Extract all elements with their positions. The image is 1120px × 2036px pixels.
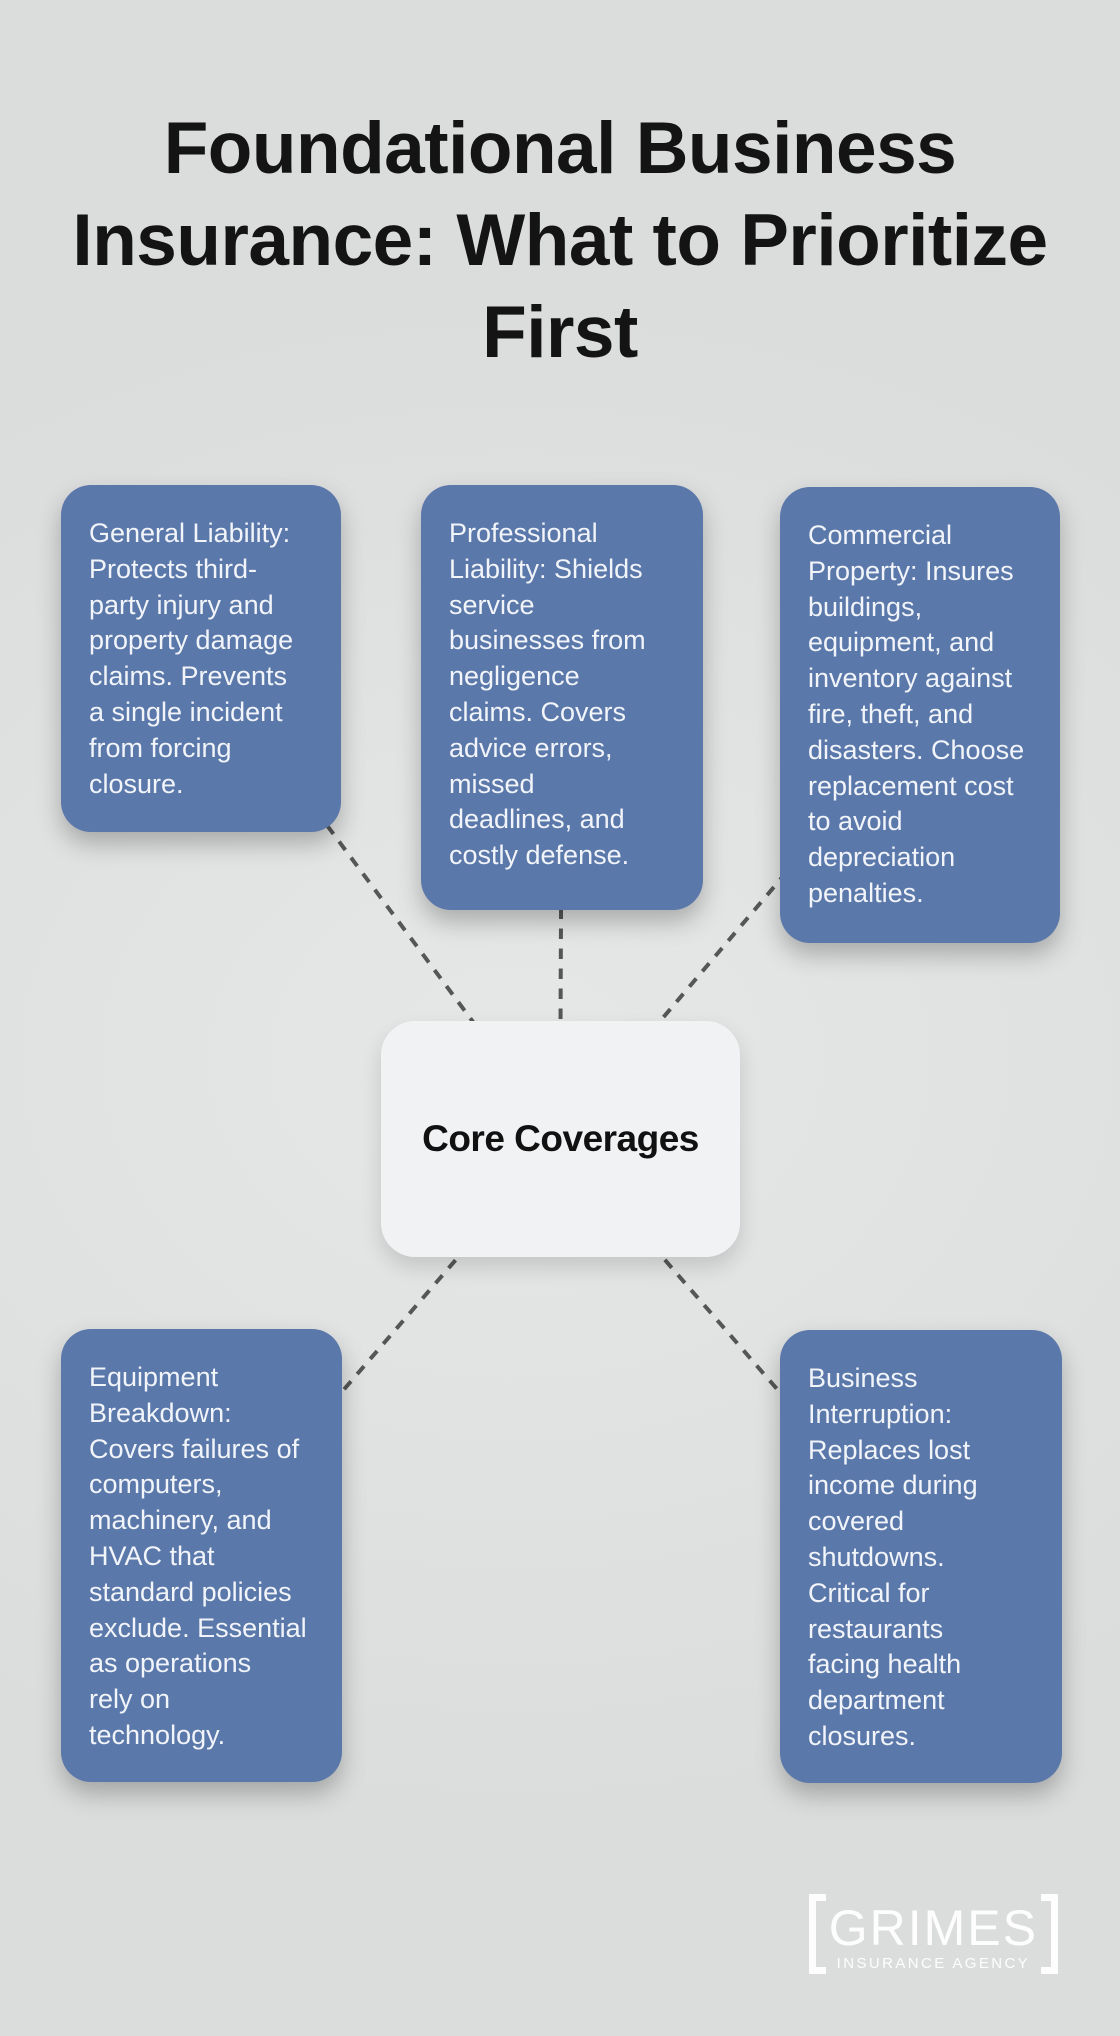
center-node: Core Coverages [381, 1021, 740, 1257]
left-bracket-icon [808, 1894, 826, 1974]
card-general-liability: General Liability: Protects third- party… [61, 485, 341, 832]
card-business-interruption-text: Business Interruption: Replaces lost inc… [808, 1363, 978, 1751]
card-commercial-property: Commercial Property: Insures buildings, … [780, 487, 1060, 943]
right-bracket-icon [1041, 1894, 1058, 1974]
logo-name: GRIMES [828, 1900, 1038, 1956]
card-equipment-breakdown-text: Equipment Breakdown: Covers failures of … [89, 1362, 307, 1750]
card-equipment-breakdown: Equipment Breakdown: Covers failures of … [61, 1329, 342, 1782]
grimes-logo: GRIMES INSURANCE AGENCY [808, 1894, 1058, 1974]
card-general-liability-text: General Liability: Protects third- party… [89, 518, 294, 799]
card-business-interruption: Business Interruption: Replaces lost inc… [780, 1330, 1062, 1783]
logo-text-block: GRIMES INSURANCE AGENCY [826, 1894, 1041, 1974]
center-node-label: Core Coverages [422, 1118, 699, 1159]
page-title: Foundational Business Insurance: What to… [72, 108, 1048, 373]
card-professional-liability-text: Professional Liability: Shields service … [449, 518, 646, 871]
card-commercial-property-text: Commercial Property: Insures buildings, … [808, 520, 1025, 908]
logo-tagline: INSURANCE AGENCY [836, 1955, 1031, 1972]
card-professional-liability: Professional Liability: Shields service … [421, 485, 703, 910]
